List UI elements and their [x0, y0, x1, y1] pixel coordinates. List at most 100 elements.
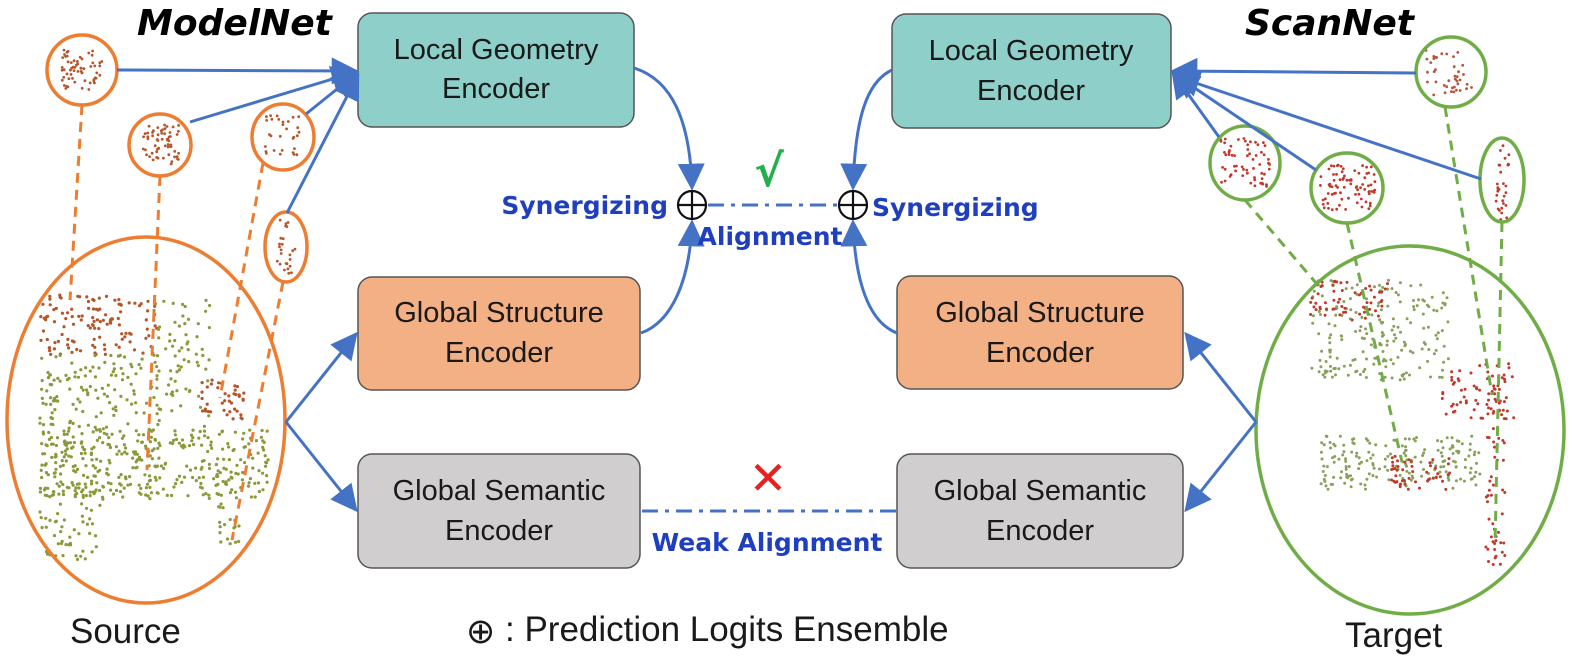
point: [283, 268, 286, 272]
point: [1331, 482, 1334, 486]
point: [74, 470, 78, 474]
point: [1461, 63, 1465, 67]
point: [54, 467, 58, 471]
point: [103, 360, 107, 364]
point: [179, 404, 183, 408]
point: [80, 502, 84, 506]
point: [71, 445, 75, 449]
point: [1445, 52, 1449, 56]
point: [54, 452, 58, 456]
point: [148, 497, 152, 501]
point: [65, 72, 69, 76]
point: [1246, 148, 1250, 151]
point: [134, 411, 138, 415]
point: [46, 376, 51, 380]
point: [1491, 411, 1495, 415]
point: [295, 153, 299, 157]
point: [1500, 550, 1504, 554]
point: [155, 156, 159, 159]
point: [260, 428, 264, 433]
point: [1335, 280, 1339, 284]
point: [53, 471, 57, 475]
point: [1457, 70, 1460, 74]
point: [44, 525, 48, 529]
point: [119, 366, 123, 370]
point: [1422, 468, 1425, 471]
point: [90, 458, 94, 462]
point: [130, 402, 134, 406]
point: [120, 378, 125, 382]
point: [270, 117, 274, 121]
point: [1491, 427, 1495, 431]
point: [72, 440, 76, 445]
point: [1452, 459, 1456, 463]
point: [1453, 77, 1457, 81]
point: [1502, 441, 1506, 445]
point: [1338, 434, 1342, 438]
point: [95, 428, 99, 432]
point: [189, 433, 194, 437]
point: [149, 491, 154, 495]
point: [71, 483, 75, 487]
point: [1498, 163, 1502, 167]
point: [227, 399, 231, 403]
point: [1328, 336, 1332, 340]
point: [144, 336, 148, 340]
point: [1455, 79, 1459, 83]
point: [1456, 51, 1460, 54]
point: [109, 353, 113, 358]
point: [208, 410, 213, 414]
point: [191, 428, 195, 432]
point: [1500, 376, 1504, 380]
point: [1441, 368, 1444, 372]
point: [1359, 325, 1363, 329]
point: [52, 534, 57, 538]
point: [1314, 301, 1318, 305]
point: [53, 341, 57, 345]
point: [1412, 299, 1415, 302]
point: [76, 70, 80, 73]
point: [1500, 413, 1504, 417]
point: [129, 362, 133, 366]
point: [1267, 158, 1270, 161]
point: [1322, 206, 1326, 210]
point: [218, 525, 222, 529]
point: [1454, 479, 1458, 483]
point: [74, 486, 78, 490]
point: [1441, 446, 1445, 450]
point: [153, 324, 157, 328]
point: [1398, 485, 1402, 489]
point: [1319, 184, 1322, 187]
point: [136, 439, 140, 443]
point: [1504, 417, 1508, 421]
point: [1386, 304, 1390, 308]
point: [1389, 452, 1392, 456]
legend: ⊕ : Prediction Logits Ensemble: [466, 610, 949, 651]
point: [93, 466, 97, 470]
point: [1438, 475, 1442, 479]
point: [1446, 473, 1450, 477]
point: [148, 454, 152, 458]
point: [1369, 456, 1373, 460]
point: [97, 366, 101, 370]
point: [201, 353, 205, 358]
point: [1392, 438, 1396, 442]
point: [52, 378, 56, 382]
point: [1497, 436, 1501, 440]
point: [91, 343, 95, 347]
point: [71, 421, 75, 425]
point: [1359, 197, 1363, 201]
point: [177, 324, 181, 328]
point: [51, 493, 56, 497]
point: [1417, 298, 1420, 302]
point: [1342, 300, 1346, 304]
point: [1421, 454, 1425, 457]
point: [45, 389, 49, 393]
point: [286, 221, 290, 224]
point: [207, 358, 211, 362]
point: [1502, 194, 1506, 198]
point: [1360, 205, 1364, 209]
point: [1332, 178, 1336, 182]
point: [1363, 367, 1367, 371]
point: [1343, 306, 1347, 310]
